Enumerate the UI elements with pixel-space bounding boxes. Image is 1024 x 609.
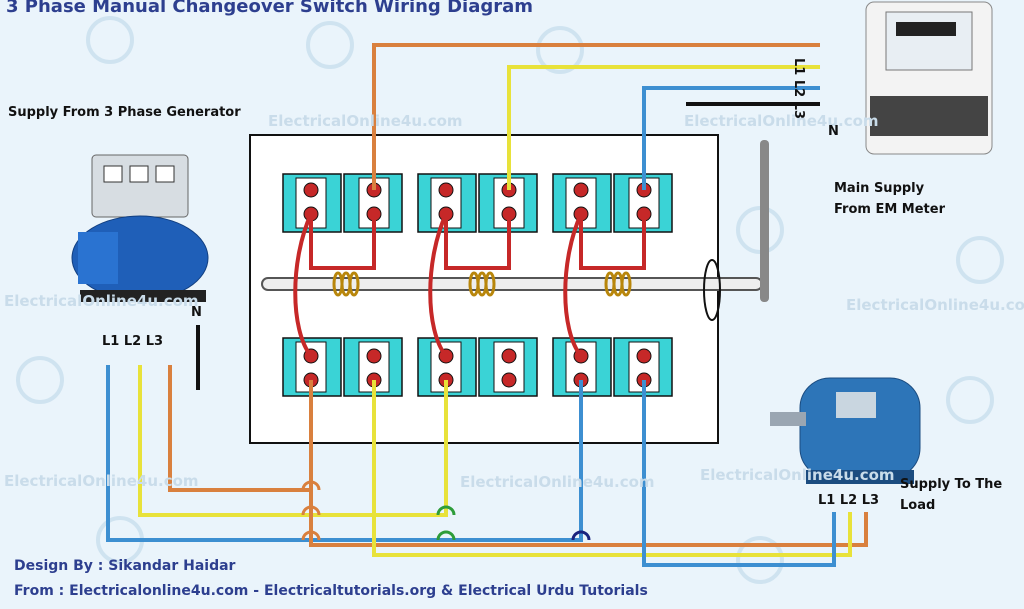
energy-meter-icon	[865, 1, 993, 155]
switch-shaft	[261, 140, 769, 321]
load-label: Supply To The Load	[900, 477, 1003, 513]
watermark: ElectricalOnline4u.com	[4, 472, 199, 490]
generator-phase-labels: L1 L2 L3	[102, 334, 164, 349]
meter-label: Main Supply From EM Meter	[834, 181, 946, 217]
motor-icon	[770, 377, 921, 484]
generator-neutral-label: N	[191, 305, 202, 320]
diagram-title: 3 Phase Manual Changeover Switch Wiring …	[6, 0, 534, 17]
watermark: ElectricalOnline4u.com	[846, 296, 1024, 314]
load-wires	[309, 380, 868, 567]
watermark: ElectricalOnline4u.com	[268, 112, 463, 130]
link-wires	[293, 213, 646, 358]
watermark: ElectricalOnline4u.com	[460, 473, 655, 491]
generator-label: Supply From 3 Phase Generator	[8, 105, 241, 120]
watermark: ElectricalOnline4u.com	[4, 292, 199, 310]
design-credit: Design By : Sikandar Haidar	[14, 558, 236, 574]
wire-crossings	[301, 480, 591, 541]
load-phase-labels: L1 L2 L3	[818, 493, 880, 508]
generator-icon	[71, 154, 209, 302]
meter-phase-labels: L1 L2 L3	[791, 58, 806, 120]
meter-supply-wires	[372, 43, 820, 190]
watermark: ElectricalOnline4u.com	[700, 466, 895, 484]
watermark: ElectricalOnline4u.com	[684, 112, 879, 130]
source-credit: From : Electricalonline4u.com - Electric…	[14, 583, 648, 599]
meter-neutral-label: N	[828, 124, 839, 139]
